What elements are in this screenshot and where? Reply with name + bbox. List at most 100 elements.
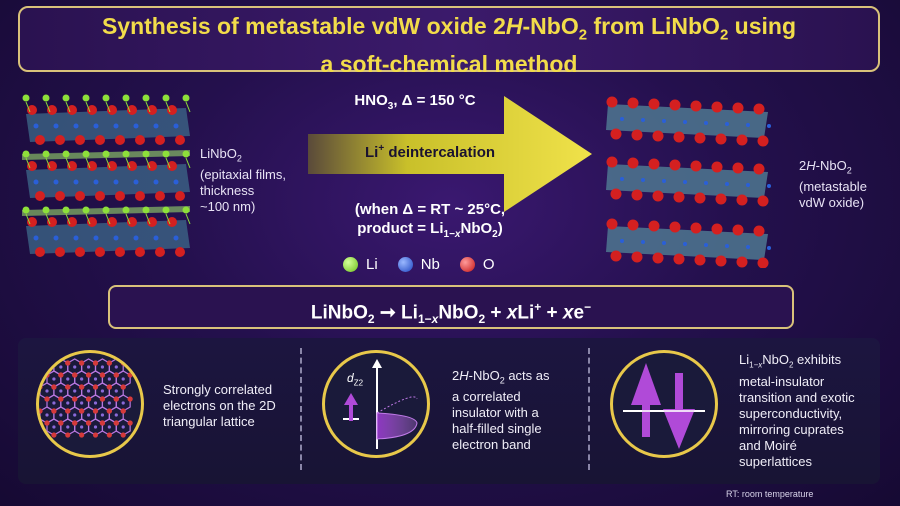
- li-bond: [185, 157, 191, 169]
- o-atom: [631, 189, 643, 201]
- li-bond: [105, 157, 111, 169]
- o-atom: [95, 191, 105, 201]
- li-atom: [182, 150, 190, 158]
- li-atom: [122, 206, 130, 214]
- o-atom: [92, 360, 99, 366]
- nb-atom: [153, 123, 159, 129]
- o-atom: [79, 432, 85, 438]
- li-bond: [145, 213, 151, 225]
- o-atom: [732, 224, 744, 236]
- o-atom: [736, 256, 748, 268]
- li-atom: [182, 94, 190, 102]
- o-atom: [44, 396, 50, 402]
- o-atom: [147, 217, 157, 227]
- o-atom: [99, 420, 106, 426]
- nbo2-structure: [606, 96, 771, 268]
- o-atom: [694, 192, 706, 204]
- o-atom: [732, 162, 744, 174]
- o-atom: [51, 432, 57, 438]
- li-atom: [62, 206, 70, 214]
- nb-atom: [73, 389, 77, 393]
- nb-atom: [86, 413, 91, 417]
- o-atom: [155, 135, 165, 145]
- o-atom: [673, 131, 685, 143]
- nbo2-label: 2H-NbO2 (metastable vdW oxide): [799, 158, 867, 210]
- o-atom: [711, 223, 723, 235]
- property-panel: [18, 338, 880, 484]
- footnote: RT: room temperature: [726, 489, 814, 499]
- o-atom: [106, 408, 112, 414]
- condition-top: HNO3, Δ = 150 °C: [354, 92, 476, 112]
- o-atom: [673, 253, 685, 265]
- o-atom: [175, 247, 185, 257]
- o-atom: [107, 105, 117, 115]
- divider-2: [588, 348, 590, 470]
- li-bond: [65, 157, 71, 169]
- o-atom: [652, 190, 664, 202]
- o-atom: [757, 195, 769, 207]
- nb-atom: [121, 425, 125, 429]
- o-atom: [35, 247, 45, 257]
- o-atom: [711, 101, 723, 113]
- nb-atom: [620, 117, 624, 121]
- nb-atom: [173, 235, 179, 241]
- o-atom: [736, 134, 748, 146]
- o-atom: [694, 132, 706, 144]
- li-bond: [45, 101, 51, 113]
- o-atom: [753, 103, 765, 115]
- o-atom: [127, 420, 133, 426]
- nb-atom: [746, 123, 750, 127]
- legend-li: Li: [343, 256, 378, 273]
- o-atom: [694, 254, 706, 266]
- o-atom: [648, 158, 660, 170]
- li-bond: [165, 213, 171, 225]
- li-bond: [85, 157, 91, 169]
- nb-atom: [107, 401, 111, 405]
- nb-atom: [114, 413, 118, 417]
- title-banner: Synthesis of metastable vdW oxide 2H-NbO…: [18, 6, 880, 77]
- li-bond: [125, 157, 131, 169]
- li-atom: [42, 150, 50, 158]
- o-atom: [690, 222, 702, 234]
- li-bond: [25, 157, 31, 169]
- li-atom: [82, 150, 90, 158]
- o-atom: [113, 420, 119, 426]
- o-atom: [58, 396, 64, 402]
- nb-atom: [641, 118, 645, 122]
- nb-atom: [662, 119, 666, 123]
- nb-atom: [73, 413, 77, 417]
- o-atom: [106, 360, 112, 366]
- nbo2-layer: [606, 226, 768, 260]
- o-atom: [92, 384, 99, 390]
- o-atom: [648, 98, 660, 110]
- nb-atom: [73, 123, 79, 129]
- nb-atom: [133, 123, 139, 129]
- o-atom: [711, 161, 723, 173]
- reaction-equation: LiNbO2 ➞ Li1−xNbO2 + xLi+ + xe−: [108, 285, 794, 329]
- o-atom: [65, 360, 71, 366]
- o-atom: [115, 247, 125, 257]
- nb-atom: [725, 122, 729, 126]
- o-atom: [99, 396, 106, 402]
- nb-atom: [114, 365, 118, 369]
- li-atom: [42, 94, 50, 102]
- nb-atom: [100, 365, 105, 369]
- o-atom: [95, 247, 105, 257]
- nb-atom: [121, 401, 125, 405]
- nb-atom: [114, 389, 118, 393]
- o-atom: [106, 432, 112, 438]
- linbo2-label: LiNbO2 (epitaxial films, thickness ~100 …: [200, 146, 286, 214]
- o-atom: [736, 194, 748, 206]
- o-atom: [51, 384, 57, 390]
- nbo2-layer: [606, 164, 768, 198]
- nb-atom: [59, 389, 63, 393]
- nb-atom: [641, 240, 645, 244]
- li-atom: [62, 94, 70, 102]
- o-atom: [27, 217, 37, 227]
- nb-atom: [133, 235, 139, 241]
- nb-atom: [53, 179, 59, 185]
- li-bond: [25, 101, 31, 113]
- nbo2-layer: [606, 104, 768, 138]
- nb-atom: [683, 120, 687, 124]
- li-atom: [22, 94, 30, 102]
